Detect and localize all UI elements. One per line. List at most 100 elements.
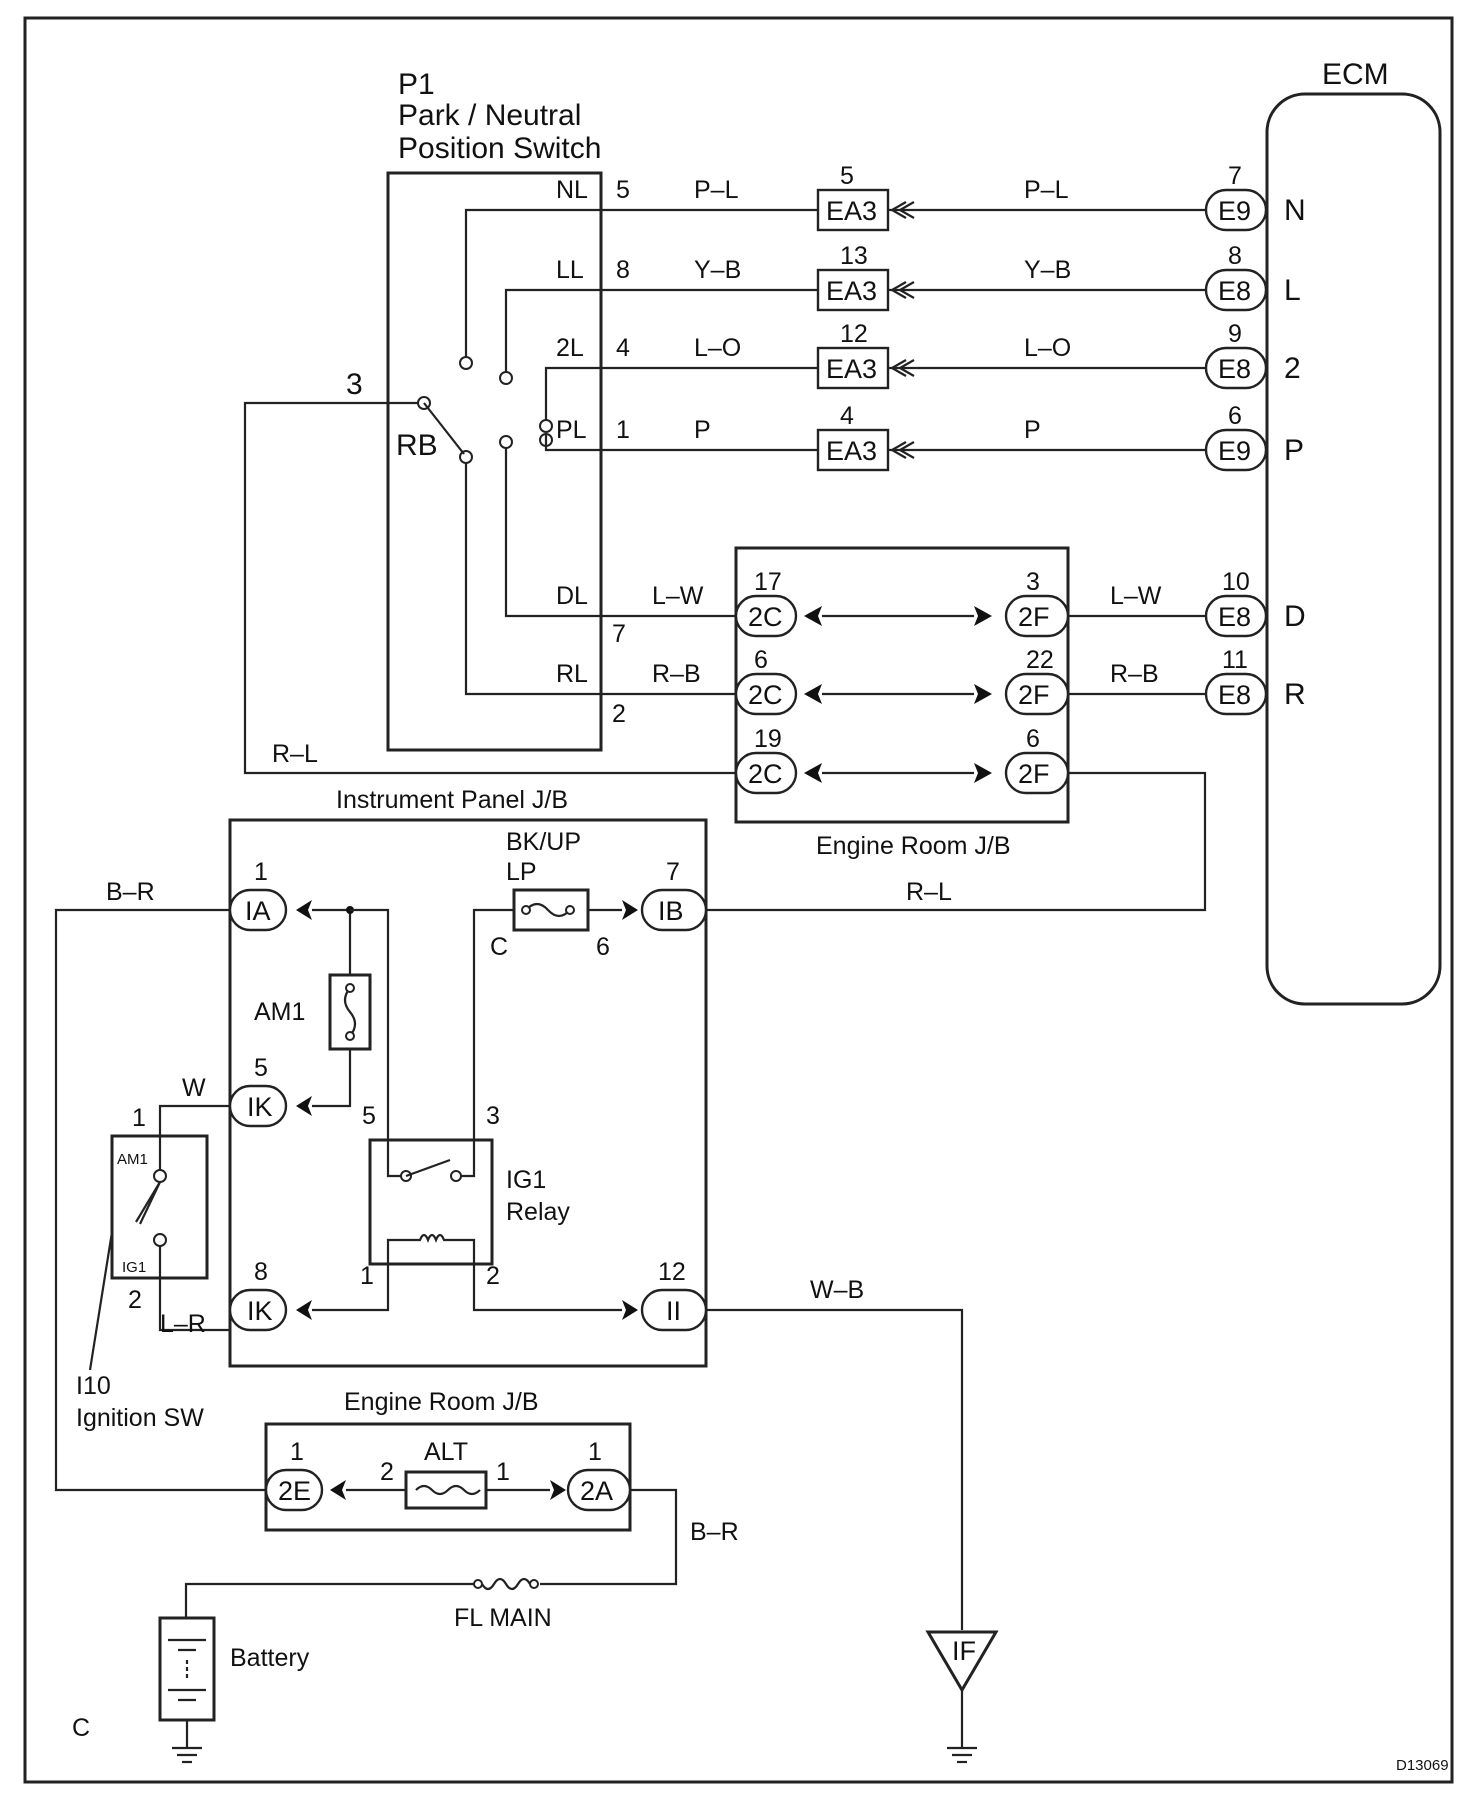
connector-ecm bbox=[1204, 268, 1268, 312]
connector-ea3 bbox=[816, 188, 890, 232]
p1-pin: 4 bbox=[616, 334, 630, 362]
bkup-pin: 6 bbox=[596, 933, 610, 961]
ground-if-symbol bbox=[925, 1630, 999, 1693]
p1-name-line2: Position Switch bbox=[398, 132, 601, 165]
p1-pin: 5 bbox=[616, 176, 630, 204]
relay-label-1: IG1 bbox=[506, 1166, 546, 1194]
p1-terminal: LL bbox=[556, 256, 584, 284]
connector-2f-pin: 3 bbox=[1026, 568, 1040, 596]
relay-label-2: Relay bbox=[506, 1198, 570, 1226]
p1-pin: 1 bbox=[616, 416, 630, 444]
wire-color-ecm: Y–B bbox=[1024, 256, 1071, 284]
engine-room-jb2-label: Engine Room J/B bbox=[344, 1388, 539, 1416]
p1-terminal: DL bbox=[556, 582, 588, 610]
p1-terminal: NL bbox=[556, 176, 588, 204]
p1-name-line1: Park / Neutral bbox=[398, 99, 581, 132]
connector-ea3-label: EA3 bbox=[826, 196, 877, 226]
arrow-right bbox=[974, 763, 992, 783]
connector-2c-pin: 19 bbox=[754, 725, 782, 753]
connector-2c-label: 2C bbox=[748, 602, 783, 632]
connector-ea3-label: EA3 bbox=[826, 354, 877, 384]
wire-br-top: B–R bbox=[106, 878, 155, 906]
battery-label: Battery bbox=[230, 1644, 310, 1672]
connector-ecm-pin: 10 bbox=[1222, 568, 1250, 596]
engine-room-jb-label: Engine Room J/B bbox=[816, 832, 1011, 860]
connector-ik-bottom-label: IK bbox=[247, 1296, 273, 1326]
wire-color: Y–B bbox=[694, 256, 741, 284]
relay-pin-1: 1 bbox=[360, 1262, 374, 1290]
connector-ecm-pin: 11 bbox=[1222, 646, 1248, 674]
ip-jb-label: Instrument Panel J/B bbox=[336, 786, 568, 814]
connector-ecm-pin: 9 bbox=[1228, 320, 1242, 348]
connector-ib-pin: 7 bbox=[666, 858, 680, 886]
connector-ik-bottom-pin: 8 bbox=[254, 1258, 268, 1286]
connector-2e-pin: 1 bbox=[290, 1438, 304, 1466]
connector-ecm bbox=[1204, 346, 1268, 390]
connector-2c bbox=[734, 594, 798, 638]
arrow-right bbox=[974, 606, 992, 626]
connector-ecm-label: E8 bbox=[1218, 680, 1251, 710]
relay-pin-2: 2 bbox=[486, 1262, 500, 1290]
connector-2e-label: 2E bbox=[278, 1476, 311, 1506]
connector-2f-label: 2F bbox=[1018, 602, 1050, 632]
connector-ea3-pin: 13 bbox=[840, 242, 868, 270]
connector-ii-pin: 12 bbox=[658, 1258, 686, 1286]
alt-label: ALT bbox=[424, 1438, 468, 1466]
connector-ecm bbox=[1204, 672, 1268, 716]
connector-ea3-pin: 4 bbox=[840, 402, 854, 430]
wire-color-ecm: P bbox=[1024, 416, 1041, 444]
ign-name: Ignition SW bbox=[76, 1404, 204, 1432]
ecm-terminal: L bbox=[1284, 274, 1301, 307]
ign-am1: AM1 bbox=[117, 1151, 148, 1168]
wire-color-ecm: P–L bbox=[1024, 176, 1069, 204]
connector-2f-label: 2F bbox=[1018, 759, 1050, 789]
connector-chevron bbox=[889, 359, 915, 377]
ecm-title: ECM bbox=[1322, 58, 1389, 91]
wire-color-ecm: R–B bbox=[1110, 660, 1159, 688]
bkup-label-2: LP bbox=[506, 858, 537, 886]
connector-ea3-label: EA3 bbox=[826, 436, 877, 466]
arrow-left bbox=[804, 763, 822, 783]
ecm-terminal: 2 bbox=[1284, 352, 1301, 385]
ecm-terminal: R bbox=[1284, 678, 1306, 711]
connector-ea3 bbox=[816, 346, 890, 390]
bkup-c: C bbox=[490, 933, 508, 961]
connector-2c-label: 2C bbox=[748, 759, 783, 789]
corner-c: C bbox=[72, 1714, 90, 1742]
connector-ib bbox=[640, 888, 708, 932]
p1-rb-label: RB bbox=[396, 429, 438, 462]
diagram-code: D13069 bbox=[1396, 1757, 1449, 1774]
p1-id: P1 bbox=[398, 68, 435, 101]
wire-lr: L–R bbox=[160, 1310, 206, 1338]
ig1-relay-box bbox=[368, 1138, 494, 1266]
p1-terminal: RL bbox=[556, 660, 588, 688]
connector-2a-pin: 1 bbox=[588, 1438, 602, 1466]
ign-ig1: IG1 bbox=[122, 1259, 146, 1276]
p1-pin: 2 bbox=[612, 700, 626, 728]
connector-2e bbox=[264, 1468, 324, 1512]
wire-color-ecm: L–W bbox=[1110, 582, 1162, 610]
wire-rl-p1: R–L bbox=[272, 740, 318, 768]
connector-ea3-pin: 12 bbox=[840, 320, 868, 348]
wire-color-ecm: L–O bbox=[1024, 334, 1071, 362]
connector-2c-pin: 6 bbox=[754, 646, 768, 674]
ign-id: I10 bbox=[76, 1372, 111, 1400]
ign-pin1: 1 bbox=[132, 1104, 146, 1132]
alt-fuse bbox=[404, 1470, 488, 1510]
connector-chevron bbox=[889, 441, 915, 459]
frame bbox=[23, 16, 1454, 1784]
connector-ecm-label: E9 bbox=[1218, 196, 1251, 226]
wire-br-bottom: B–R bbox=[690, 1518, 739, 1546]
connector-ecm-pin: 8 bbox=[1228, 242, 1242, 270]
connector-ik-bottom bbox=[228, 1288, 288, 1332]
p1-pin: 7 bbox=[612, 620, 626, 648]
connector-2c bbox=[734, 672, 798, 716]
connector-2a-label: 2A bbox=[580, 1476, 613, 1506]
wire-rl-ib: R–L bbox=[906, 878, 952, 906]
